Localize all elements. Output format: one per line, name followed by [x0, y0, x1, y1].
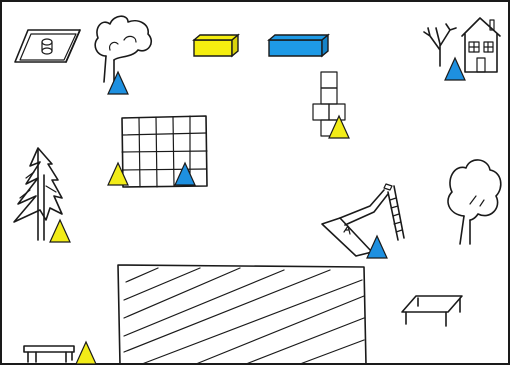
- table-icon: [402, 296, 462, 326]
- bench-icon: [24, 346, 74, 362]
- marker-yellow-triangle: [108, 163, 128, 185]
- house-icon: [462, 18, 500, 72]
- climbing-grid-icon: [122, 116, 207, 187]
- tree-icon: [95, 16, 151, 82]
- sandbox-icon: [15, 30, 80, 62]
- pine-tree-icon: [14, 148, 62, 240]
- yellow-block-icon: [194, 35, 238, 56]
- bare-tree-icon: [424, 24, 456, 66]
- tree-icon: [448, 160, 501, 244]
- blue-block-icon: [269, 35, 328, 56]
- marker-yellow-triangle: [76, 342, 96, 364]
- slide-icon: [322, 184, 404, 256]
- marker-blue-triangle: [367, 236, 387, 258]
- marker-blue-triangle: [108, 72, 128, 94]
- hatched-field-area: [118, 265, 366, 365]
- marker-yellow-triangle: [50, 220, 70, 242]
- marker-blue-triangle: [175, 163, 195, 185]
- marker-yellow-triangle: [329, 116, 349, 138]
- marker-blue-triangle: [445, 58, 465, 80]
